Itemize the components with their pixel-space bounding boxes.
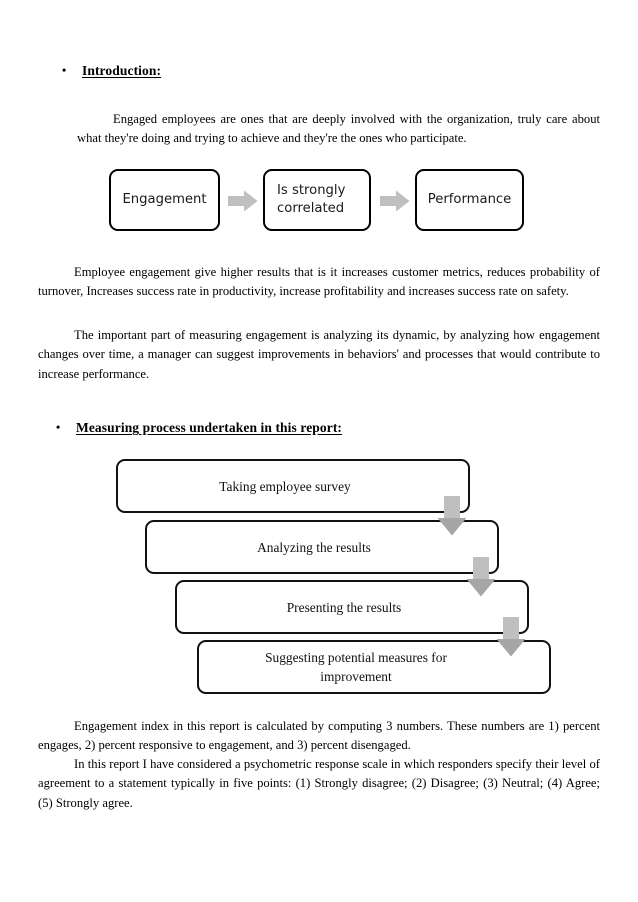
arrow-right-icon — [228, 190, 258, 212]
paragraph-measuring-1: Engagement index in this report is calcu… — [38, 719, 600, 753]
process-step-4-line2: improvement — [320, 669, 392, 684]
arrow-down-icon — [496, 617, 526, 657]
flow-box-engagement: Engagement — [109, 169, 220, 231]
flow-box-correlation: Is strongly correlated — [263, 169, 371, 231]
bullet-glyph: • — [62, 63, 67, 77]
flow-box-correlation-line2: correlated — [277, 201, 345, 216]
process-step-2-label: Analyzing the results — [257, 539, 371, 555]
flow-box-performance: Performance — [415, 169, 524, 231]
bullet-glyph: • — [56, 420, 61, 434]
process-step-3-label: Presenting the results — [286, 599, 402, 615]
flow-box-performance-label: Performance — [427, 192, 512, 207]
heading-text: Measuring process undertaken in this rep… — [76, 420, 343, 435]
heading-measuring-process: • Measuring process undertaken in this r… — [56, 419, 476, 437]
process-step-2: Analyzing the results — [145, 520, 499, 574]
heading-introduction: • Introduction: — [62, 62, 362, 80]
paragraph-intro-2: Employee engagement give higher results … — [38, 265, 600, 299]
arrow-down-icon — [437, 496, 467, 536]
arrow-down-icon — [466, 557, 496, 597]
flow-box-correlation-label: Is strongly correlated — [265, 182, 357, 218]
process-step-4: Suggesting potential measures for improv… — [197, 640, 551, 694]
flow-box-correlation-line1: Is strongly — [277, 183, 346, 198]
process-step-4-line1: Suggesting potential measures for — [265, 650, 447, 665]
process-step-1: Taking employee survey — [116, 459, 470, 513]
flow-box-engagement-label: Engagement — [122, 192, 207, 207]
process-step-3: Presenting the results — [175, 580, 529, 634]
process-step-4-label: Suggesting potential measures for improv… — [255, 648, 457, 686]
arrow-right-icon — [380, 190, 410, 212]
heading-text: Introduction: — [82, 63, 162, 78]
paragraph-intro-3: The important part of measuring engageme… — [38, 328, 600, 381]
paragraph-intro-1: Engaged employees are ones that are deep… — [77, 112, 600, 146]
process-step-1-label: Taking employee survey — [219, 478, 351, 494]
paragraph-measuring-2: In this report I have considered a psych… — [38, 757, 600, 810]
